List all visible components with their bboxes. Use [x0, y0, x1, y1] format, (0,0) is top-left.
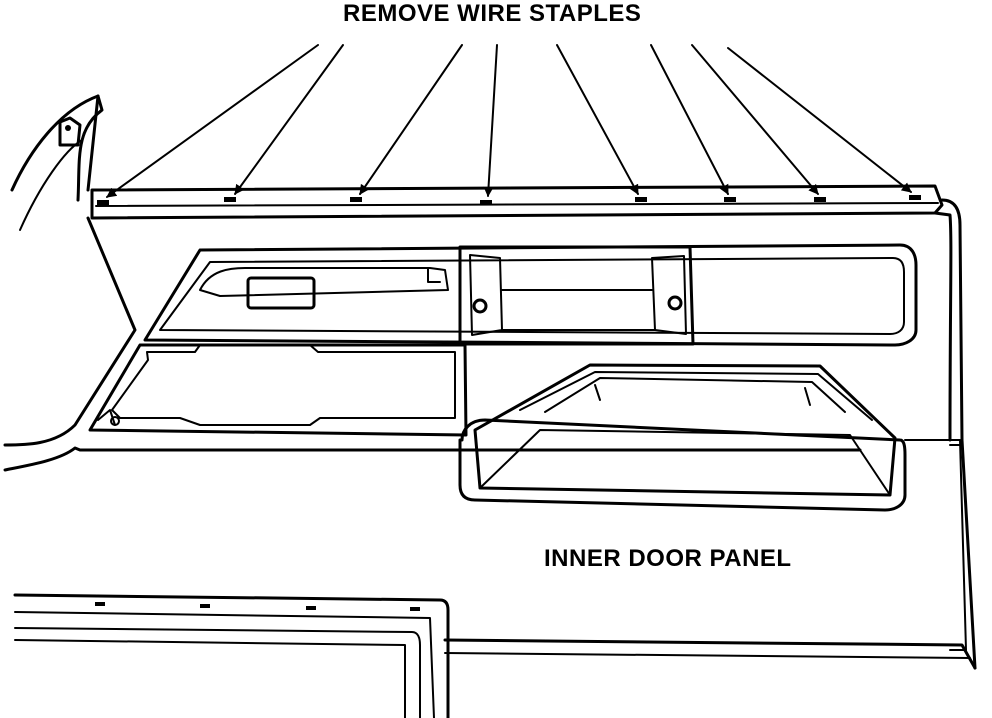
pull-cup	[458, 363, 907, 512]
upper-trim-strip	[90, 184, 944, 220]
door-body-outline	[3, 198, 977, 670]
remove-wire-staples-label: REMOVE WIRE STAPLES	[343, 0, 642, 27]
map-pocket	[88, 343, 468, 437]
armrest-panel	[143, 243, 918, 347]
wire-staples	[97, 195, 921, 205]
inner-door-panel-label: INNER DOOR PANEL	[544, 545, 792, 572]
handle-bezel	[458, 245, 695, 346]
leader-arrows	[106, 44, 912, 198]
window-frame	[10, 94, 104, 231]
lower-trim	[13, 593, 450, 718]
